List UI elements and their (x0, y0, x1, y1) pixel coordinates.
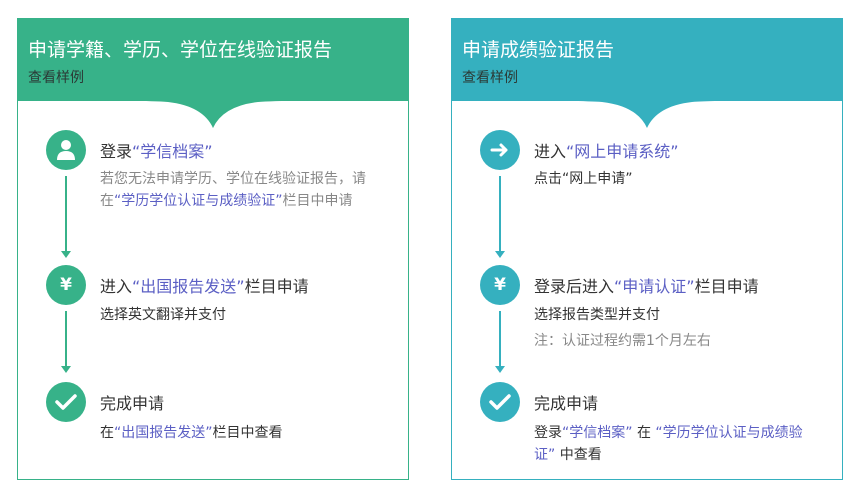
right-step3-desc: 登录“学信档案” 在 “学历学位认证与成绩验证” 中查看 (534, 422, 814, 466)
yen-glyph: ¥ (60, 274, 72, 295)
right-step1-title: 进入“网上申请系统” (534, 138, 679, 162)
right-sample-link[interactable]: 查看样例 (462, 70, 518, 86)
yen-icon: ¥ (480, 265, 520, 305)
left-step2-prefix: 进入 (100, 277, 133, 296)
left-sample-link[interactable]: 查看样例 (28, 70, 84, 86)
header-notch (452, 99, 842, 128)
left-card: 申请学籍、学历、学位在线验证报告 查看样例 登录“学信档案” 若您无法申请学历、… (17, 18, 409, 480)
degree-verification-view-link[interactable]: “学历学位认证与成绩验证” (534, 425, 803, 463)
right-step2-desc: 选择报告类型并支付 (534, 307, 660, 323)
overseas-report-link[interactable]: “出国报告发送” (132, 277, 245, 296)
right-card-header: 申请成绩验证报告 查看样例 (452, 19, 842, 128)
left-step2-suffix: 栏目申请 (244, 277, 309, 296)
right-step1-desc: 点击“网上申请” (534, 171, 633, 187)
arrow-right-icon (480, 130, 520, 170)
right-arrow-1 (495, 176, 505, 258)
overseas-report-view-link[interactable]: “出国报告发送” (114, 425, 213, 441)
right-step2-note: 注：认证过程约需1个月左右 (534, 333, 711, 349)
left-arrow-1 (61, 176, 71, 258)
xuexin-archive-link[interactable]: “学信档案” (132, 142, 213, 161)
right-step2-prefix: 登录后进入 (534, 277, 615, 296)
check-icon (480, 382, 520, 422)
left-step2-title: 进入“出国报告发送”栏目申请 (100, 273, 309, 297)
header-notch (18, 99, 408, 128)
right-step3-desc-suffix: 中查看 (555, 447, 602, 463)
left-step3-desc-prefix: 在 (100, 425, 114, 441)
right-step1-prefix: 进入 (534, 142, 567, 161)
left-card-header: 申请学籍、学历、学位在线验证报告 查看样例 (18, 19, 408, 128)
check-icon (46, 382, 86, 422)
right-step3-desc-mid: 在 (632, 425, 656, 441)
right-arrow-2 (495, 311, 505, 373)
left-step1-desc-prefix: 若您无法申请学历、学位在线验证报告，请在 (100, 171, 366, 209)
yen-icon: ¥ (46, 265, 86, 305)
xuexin-archive-view-link[interactable]: “学信档案” (562, 425, 633, 441)
left-step3-desc-suffix: 栏目中查看 (212, 425, 283, 441)
left-step3-title: 完成申请 (100, 394, 165, 413)
right-step2-suffix: 栏目申请 (694, 277, 759, 296)
left-step3-desc: 在“出国报告发送”栏目中查看 (100, 422, 380, 444)
left-step2-desc: 选择英文翻译并支付 (100, 307, 226, 323)
left-step1-title: 登录“学信档案” (100, 138, 213, 162)
left-step1-prefix: 登录 (100, 142, 133, 161)
left-step1-desc: 若您无法申请学历、学位在线验证报告，请在“学历学位认证与成绩验证”栏目中申请 (100, 168, 380, 212)
right-card-title: 申请成绩验证报告 (462, 39, 615, 61)
right-card: 申请成绩验证报告 查看样例 进入“网上申请系统” 点击“网上申请” ¥ 登录后进… (451, 18, 843, 480)
yen-glyph: ¥ (494, 274, 506, 295)
apply-certification-link[interactable]: “申请认证” (614, 277, 695, 296)
left-card-title: 申请学籍、学历、学位在线验证报告 (28, 39, 333, 61)
user-icon (46, 130, 86, 170)
right-step3-title: 完成申请 (534, 394, 599, 413)
online-application-link[interactable]: “网上申请系统” (566, 142, 679, 161)
left-arrow-2 (61, 311, 71, 373)
right-step2-title: 登录后进入“申请认证”栏目申请 (534, 273, 759, 297)
left-step1-desc-suffix: 栏目中申请 (282, 193, 353, 209)
degree-verification-link[interactable]: “学历学位认证与成绩验证” (114, 193, 283, 209)
right-step3-desc-prefix: 登录 (534, 425, 562, 441)
